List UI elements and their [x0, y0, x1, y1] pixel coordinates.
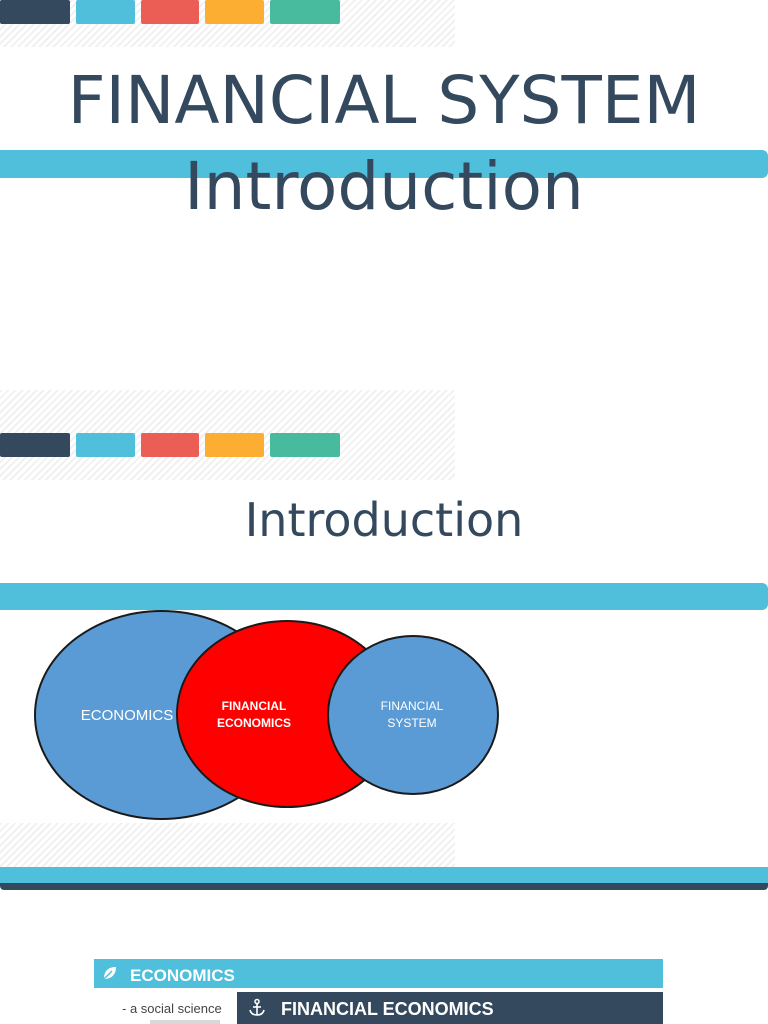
venn-financial-economics-line2: ECONOMICS — [216, 716, 291, 730]
economics-heading: ECONOMICS — [130, 966, 235, 985]
color-tab-blue — [76, 433, 135, 457]
accent-bar — [0, 583, 768, 610]
economics-header-bar — [94, 959, 663, 988]
accent-bar — [0, 150, 768, 178]
color-tab-dark — [0, 433, 70, 457]
slide-subtitle: Introduction — [184, 148, 584, 225]
color-tab-teal — [270, 0, 340, 24]
leaf-icon — [103, 967, 116, 980]
venn-financial-system-circle — [327, 635, 499, 795]
color-tab-blue — [76, 0, 135, 24]
color-tab-teal — [270, 433, 340, 457]
venn-financial-system-label: FINANCIAL SYSTEM — [362, 698, 462, 732]
color-tab-orange — [205, 433, 264, 457]
slide-title: Introduction — [244, 493, 524, 547]
financial-economics-heading: FINANCIAL ECONOMICS — [281, 999, 494, 1019]
venn-financial-system-line1: FINANCIAL — [380, 699, 444, 713]
slide-1: FINANCIAL SYSTEM Introduction — [0, 0, 768, 380]
venn-financial-economics-label: FINANCIAL ECONOMICS — [204, 698, 304, 732]
slide-2: Introduction ECONOMICS FINANCIAL ECONOMI… — [0, 390, 768, 890]
venn-economics-label: ECONOMICS — [80, 707, 174, 724]
anchor-icon — [249, 998, 265, 1016]
color-tab-red — [141, 0, 199, 24]
economics-description: - a social science — [122, 1001, 222, 1016]
financial-economics-header-bar — [237, 992, 663, 1024]
slide-3: ECONOMICS - a social science FINANCIAL E… — [0, 900, 768, 1024]
hatch-pattern — [0, 823, 455, 867]
venn-financial-system-line2: SYSTEM — [387, 716, 437, 730]
color-tab-dark — [0, 0, 70, 24]
venn-financial-economics-line1: FINANCIAL — [221, 699, 287, 713]
slide-title: FINANCIAL SYSTEM — [67, 62, 701, 139]
footer-bar-dark — [0, 883, 768, 890]
footer-bar-blue — [0, 867, 768, 883]
economics-description-cut — [150, 1020, 220, 1024]
color-tab-orange — [205, 0, 264, 24]
color-tab-red — [141, 433, 199, 457]
